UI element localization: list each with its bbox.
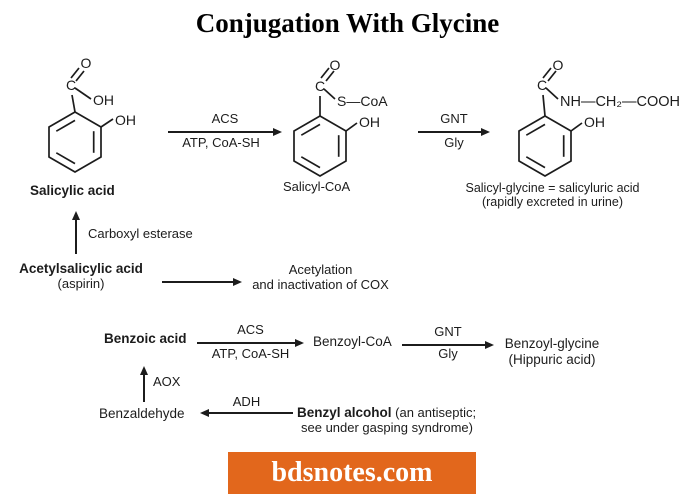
arrow-head-right-icon	[273, 127, 282, 136]
arrow-head-up-icon	[71, 211, 80, 220]
benzyl-alcohol-name: Benzyl alcohol	[297, 405, 392, 420]
phenol-oh-label: OH	[359, 114, 380, 130]
double-bond-line	[320, 67, 330, 79]
phenol-bond	[570, 122, 583, 132]
arrow-head-right-icon	[233, 277, 242, 286]
carboxyl-oh-label: OH	[93, 92, 114, 108]
salicyl-coa-name: Salicyl-CoA	[283, 179, 351, 194]
benzoyl-glycine-synonym: (Hippuric acid)	[508, 351, 596, 367]
arrow-shaft	[402, 344, 487, 346]
carbonyl-c-label: C	[66, 77, 76, 93]
watermark-banner: bdsnotes.com	[228, 452, 476, 494]
phenol-bond	[100, 118, 114, 128]
arrow-shaft	[162, 281, 235, 283]
arrow-benzylalcohol-to-benzaldehyde	[200, 408, 293, 418]
arrow-shaft	[197, 342, 297, 344]
arrow-shaft	[418, 131, 483, 133]
ring-c-bond	[542, 94, 546, 117]
double-bond-line	[547, 70, 557, 82]
acetylsalicylic-acid-synonym: (aspirin)	[57, 275, 105, 291]
acetylation-line2: and inactivation of COX	[252, 276, 389, 292]
arrow-benzaldehyde-to-benzoic	[139, 366, 149, 402]
c-s-bond	[323, 88, 336, 100]
arrow-salicylic-to-salicylcoa	[168, 127, 282, 137]
arrow-benzoic-to-benzoylcoa	[197, 338, 304, 348]
carboxyl-esterase-label: Carboxyl esterase	[88, 226, 193, 241]
double-bond-line	[75, 70, 85, 82]
acetylation-block: Acetylation and inactivation of COX	[243, 262, 398, 293]
aox-enzyme-label: AOX	[153, 374, 181, 389]
arrow-head-right-icon	[295, 338, 304, 347]
carbonyl-c-label: C	[537, 77, 547, 93]
carbonyl-c-label: C	[315, 78, 325, 94]
diagram-title: Conjugation With Glycine	[195, 8, 500, 38]
benzyl-alcohol-block: Benzyl alcohol (an antiseptic; see under…	[297, 405, 476, 436]
acetylsalicylic-acid-name: Acetylsalicylic acid	[19, 261, 143, 276]
double-bond-line	[70, 67, 80, 79]
acs2-enzyme-label: ACS	[237, 322, 264, 337]
arrow-head-up-icon	[139, 366, 148, 375]
thioester-label: S—CoA	[337, 93, 388, 109]
arrow-head-right-icon	[481, 127, 490, 136]
arrow-head-right-icon	[485, 340, 494, 349]
salicylic-acid-name: Salicylic acid	[30, 183, 115, 198]
salicylic-acid-structure: O C OH OH	[48, 55, 136, 173]
gnt1-enzyme-label: GNT	[440, 111, 468, 126]
aromatic-inner-bond	[525, 123, 546, 136]
acs1-cofactor-label: ATP, CoA-SH	[182, 135, 260, 150]
acetylsalicylic-acid-block: Acetylsalicylic acid (aspirin)	[10, 261, 152, 291]
aromatic-inner-bond	[300, 123, 321, 136]
benzoic-acid-name: Benzoic acid	[104, 331, 187, 346]
acetylation-line1: Acetylation	[288, 262, 353, 277]
glycine-chain-label: NH—CH₂—COOH	[560, 94, 680, 110]
phenol-oh-label: OH	[115, 112, 136, 128]
phenol-oh-label: OH	[584, 114, 605, 130]
arrow-shaft	[168, 131, 275, 133]
arrow-head-left-icon	[200, 408, 209, 417]
ring-c-bond	[71, 94, 76, 113]
arrow-aspirin-to-salicylic	[71, 211, 81, 254]
arrow-shaft	[143, 373, 145, 402]
double-bond-line	[325, 70, 335, 82]
aromatic-inner-bond	[525, 156, 546, 169]
carbonyl-o-label: O	[81, 55, 92, 71]
adh-enzyme-label: ADH	[232, 394, 261, 409]
aromatic-inner-bond	[55, 152, 76, 165]
arrow-shaft	[75, 218, 77, 254]
aromatic-inner-bond	[300, 156, 321, 169]
aromatic-inner-bond	[55, 119, 76, 132]
double-bond-line	[542, 67, 552, 79]
carbonyl-o-label: O	[553, 57, 564, 73]
benzyl-alcohol-line1: Benzyl alcohol (an antiseptic;	[297, 405, 476, 421]
benzyl-alcohol-note1: (an antiseptic;	[391, 405, 477, 420]
salicyl-coa-structure: O C S—CoA OH	[293, 57, 388, 177]
watermark-text: bdsnotes.com	[271, 457, 433, 488]
gnt2-enzyme-label: GNT	[434, 324, 462, 339]
acs2-cofactor-label: ATP, CoA-SH	[211, 346, 290, 361]
arrow-shaft	[207, 412, 293, 414]
salicyl-glycine-structure: O C NH—CH₂—COOH OH	[518, 57, 680, 177]
arrow-benzoylcoa-to-hippuric	[402, 340, 494, 350]
phenol-bond	[345, 122, 358, 132]
salicyl-glycine-caption-line1: Salicyl-glycine = salicyluric acid	[465, 181, 640, 195]
benzoyl-glycine-name: Benzoyl-glycine	[504, 336, 600, 351]
benzyl-alcohol-note2: see under gasping syndrome)	[301, 419, 473, 435]
gnt1-cofactor-label: Gly	[444, 135, 464, 150]
arrow-aspirin-to-acetylation	[162, 277, 242, 287]
carbonyl-o-label: O	[330, 57, 341, 73]
c-oh-bond	[74, 87, 92, 100]
benzoyl-glycine-block: Benzoyl-glycine (Hippuric acid)	[496, 336, 608, 367]
gnt2-cofactor-label: Gly	[438, 346, 458, 361]
salicyl-glycine-caption: Salicyl-glycine = salicyluric acid (rapi…	[440, 181, 665, 210]
arrow-salicylcoa-to-glycine	[418, 127, 490, 137]
salicyl-glycine-caption-line2: (rapidly excreted in urine)	[481, 195, 624, 210]
acs1-enzyme-label: ACS	[211, 111, 239, 126]
benzoyl-coa-name: Benzoyl-CoA	[313, 334, 392, 349]
c-n-bond	[545, 87, 559, 100]
benzaldehyde-name: Benzaldehyde	[99, 406, 185, 421]
